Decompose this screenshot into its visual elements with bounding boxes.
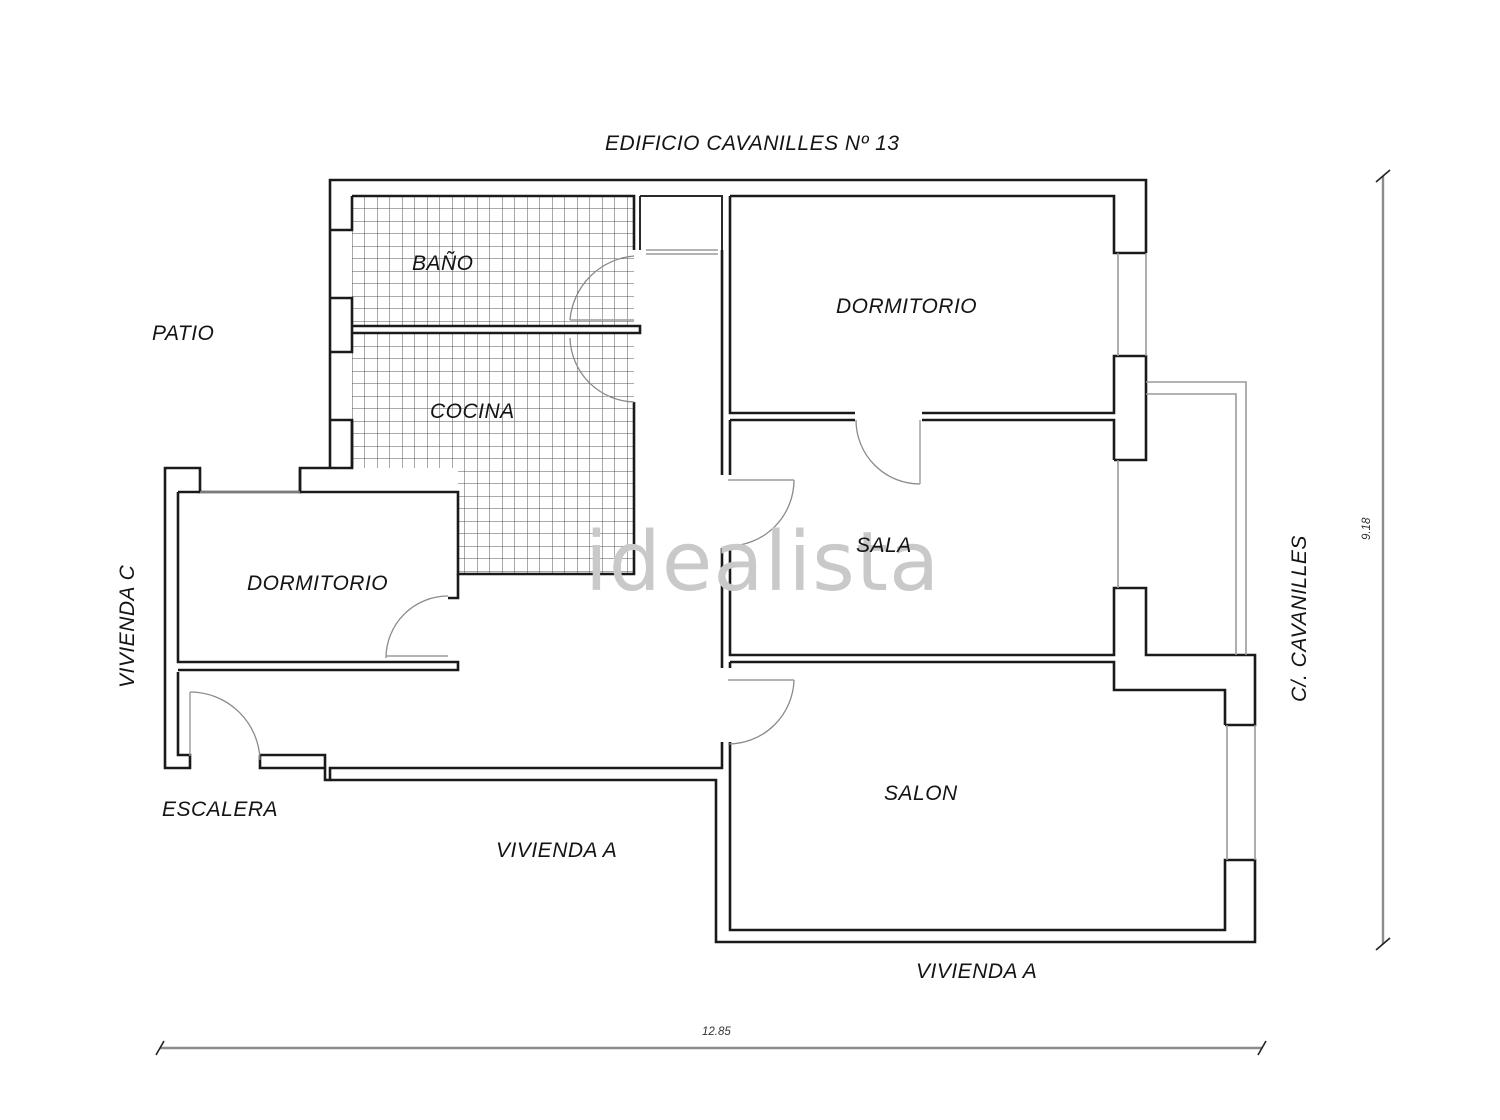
room-label-cocina: COCINA xyxy=(430,400,515,423)
cocina-tile-floor-top xyxy=(352,333,634,468)
room-label-bano: BAÑO xyxy=(412,251,474,275)
vivienda-a-label-1: VIVIENDA A xyxy=(496,839,617,862)
street-label: C/. CAVANILLES xyxy=(1288,535,1311,702)
watermark: idealista xyxy=(585,515,940,610)
dimension-width: 12.85 xyxy=(155,1026,1267,1056)
room-label-salon: SALON xyxy=(884,782,958,805)
height-dimension-label: 9.18 xyxy=(1361,517,1373,540)
doors xyxy=(189,255,921,761)
walls xyxy=(163,178,1257,944)
room-label-dormitorio-1: DORMITORIO xyxy=(836,295,977,318)
room-label-dormitorio-2: DORMITORIO xyxy=(247,572,388,595)
vivienda-c-label: VIVIENDA C xyxy=(116,564,139,688)
dimension-height: 9.18 xyxy=(1361,169,1391,951)
escalera-label: ESCALERA xyxy=(162,798,278,821)
room-label-sala: SALA xyxy=(856,534,912,557)
width-dimension-label: 12.85 xyxy=(702,1026,731,1038)
patio-label: PATIO xyxy=(152,322,214,345)
cocina-tile-floor-bottom xyxy=(458,468,634,574)
bano-tile-floor xyxy=(352,196,634,326)
title-label: EDIFICIO CAVANILLES Nº 13 xyxy=(605,132,899,155)
vivienda-a-label-2: VIVIENDA A xyxy=(916,960,1037,983)
